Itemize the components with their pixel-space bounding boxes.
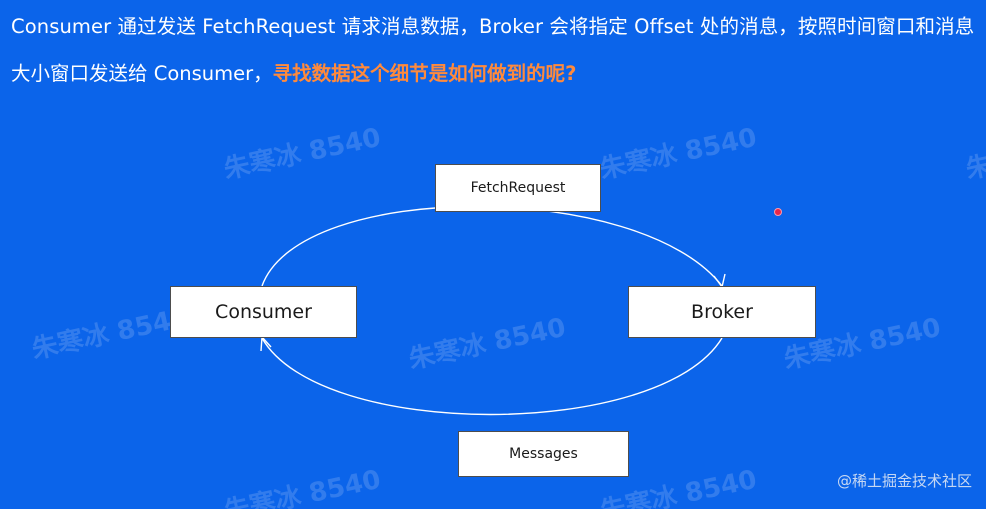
messages-box: Messages bbox=[458, 431, 629, 477]
description-line-2-plain: 大小窗口发送给 Consumer， bbox=[11, 62, 273, 85]
consumer-box: Consumer bbox=[170, 286, 357, 338]
messages-arc bbox=[261, 337, 723, 416]
laser-pointer-dot bbox=[774, 208, 782, 216]
fetch-request-arc bbox=[261, 205, 723, 287]
fetch-request-box: FetchRequest bbox=[435, 164, 601, 212]
site-watermark: @稀土掘金技术社区 bbox=[836, 472, 972, 490]
description-line-2: 大小窗口发送给 Consumer，寻找数据这个细节是如何做到的呢? bbox=[11, 61, 576, 87]
description-line-1: Consumer 通过发送 FetchRequest 请求消息数据，Broker… bbox=[11, 15, 975, 38]
broker-box: Broker bbox=[628, 286, 816, 338]
messages-label: Messages bbox=[509, 446, 578, 462]
consumer-label: Consumer bbox=[215, 301, 312, 323]
fetch-request-label: FetchRequest bbox=[470, 180, 566, 196]
description-line-2-highlight: 寻找数据这个细节是如何做到的呢? bbox=[272, 62, 577, 85]
broker-label: Broker bbox=[691, 301, 753, 323]
